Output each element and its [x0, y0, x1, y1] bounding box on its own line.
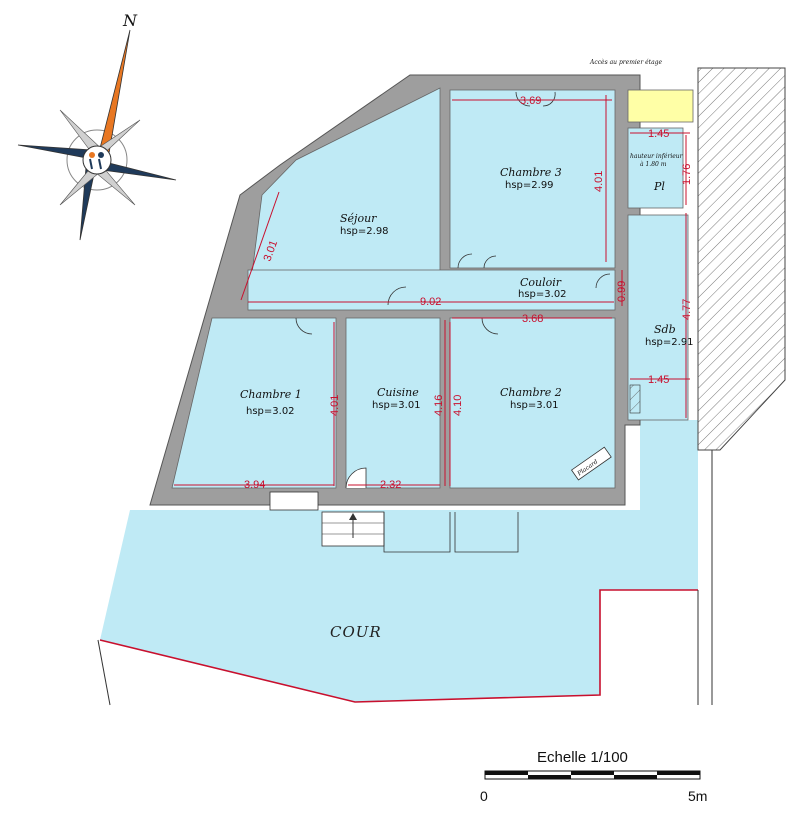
dim-sdb-height: 4.77 [681, 299, 693, 320]
label-cuisine: Cuisine [377, 386, 419, 399]
north-label: N [122, 11, 138, 30]
courtyard-label: COUR [330, 623, 382, 641]
label-sdb: Sdb [654, 323, 676, 336]
radiator [629, 384, 641, 414]
door-chambre-3 [457, 253, 497, 269]
porch-outline [383, 512, 451, 553]
courtyard-boundary [99, 589, 698, 703]
label-chambre-1: Chambre 1 [240, 388, 302, 401]
dim-pl-height: 1.76 [681, 164, 693, 185]
door-sejour [387, 286, 407, 306]
scale-bar: Echelle 1/100 0 5m [480, 749, 707, 804]
door-sdb [595, 273, 611, 289]
dim-cuisine-width: 2.32 [380, 479, 401, 491]
scale-end: 5m [688, 788, 707, 804]
dim-pl-width: 1.45 [648, 128, 669, 140]
label-chambre-3: Chambre 3 [500, 166, 562, 179]
dim-chambre3-width: 3.69 [520, 95, 541, 107]
door-chambre-3-window [515, 91, 556, 107]
hsp-couloir: hsp=3.02 [518, 289, 567, 300]
door-cuisine [345, 467, 367, 489]
room-pl [627, 127, 684, 209]
room-couloir [247, 269, 616, 311]
dim-couloir-length: 9.02 [420, 296, 441, 308]
compass-logo [82, 145, 112, 175]
compass-rose: N [17, 11, 177, 241]
dim-chambre2-height: 4.10 [452, 395, 464, 416]
window-chambre-1 [269, 491, 319, 511]
height-note-2: à 1.80 m [640, 161, 667, 168]
door-chambre-1 [295, 317, 313, 335]
dim-chambre1-width: 3.94 [244, 479, 265, 491]
neighbour-building [697, 67, 786, 451]
hsp-sejour: hsp=2.98 [340, 226, 389, 237]
height-note-1: hauteur inférieur [630, 153, 684, 160]
room-chambre-1 [171, 317, 337, 489]
hsp-chambre-3: hsp=2.99 [505, 180, 554, 191]
hsp-sdb: hsp=2.91 [645, 337, 694, 348]
hsp-chambre-2: hsp=3.01 [510, 400, 559, 411]
dim-sdb-width: 1.45 [648, 374, 669, 386]
porch-outline-2 [454, 512, 519, 553]
dim-chambre2-width: 3.68 [522, 313, 543, 325]
stairs-note: Accès au premier étage [589, 59, 663, 66]
dim-chambre3-height: 4.01 [593, 171, 605, 192]
label-pl: Pl [653, 180, 665, 193]
label-couloir: Couloir [520, 276, 562, 289]
dim-cuisine-height: 4.16 [433, 395, 445, 416]
hsp-cuisine: hsp=3.01 [372, 400, 421, 411]
scale-title: Echelle 1/100 [537, 749, 628, 766]
room-cuisine [345, 317, 441, 489]
label-chambre-2: Chambre 2 [500, 386, 562, 399]
dimension-lines [174, 95, 690, 486]
dim-couloir-width: 0.99 [616, 281, 628, 302]
courtyard-left-edge [97, 639, 111, 706]
dim-chambre1-height: 4.01 [329, 395, 341, 416]
hsp-chambre-1: hsp=3.02 [246, 406, 295, 417]
label-sejour: Séjour [340, 212, 377, 225]
courtyard-area [100, 420, 698, 702]
stair-landing [627, 89, 694, 123]
door-chambre-2 [481, 317, 499, 335]
scale-start: 0 [480, 788, 488, 804]
room-chambre-3 [449, 89, 616, 269]
